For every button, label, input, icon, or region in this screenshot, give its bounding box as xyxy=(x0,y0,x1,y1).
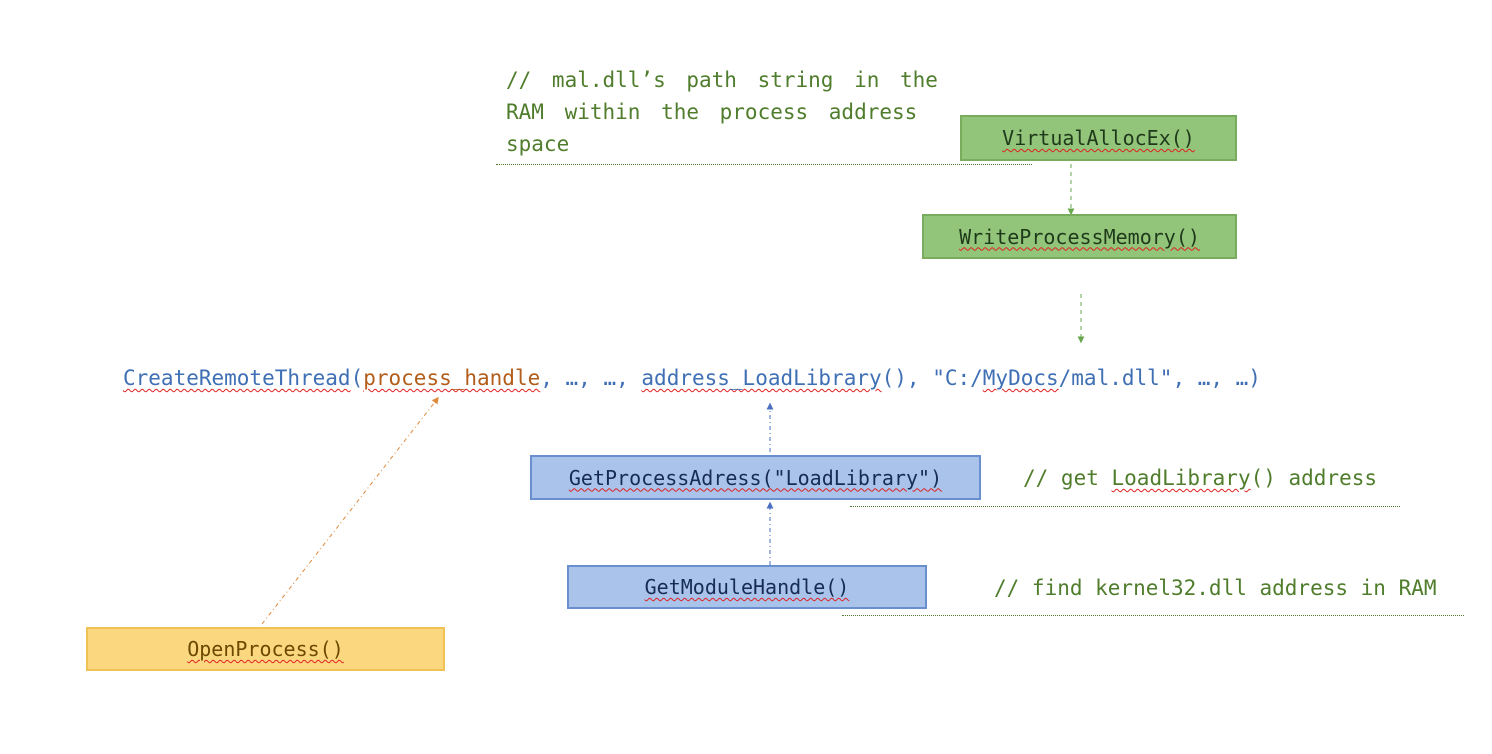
call-tail: , …, …) xyxy=(1172,366,1261,390)
create-remote-thread-call: CreateRemoteThread(process_handle, …, …,… xyxy=(123,366,1261,390)
call-after-address: (), xyxy=(881,366,933,390)
virtual-alloc-box[interactable]: VirtualAllocEx() xyxy=(960,115,1237,161)
get-process-address-label: GetProcessAdress("LoadLibrary") xyxy=(568,465,943,490)
arrow-open-to-handle xyxy=(261,396,439,625)
kernel32-comment-rule xyxy=(842,615,1464,616)
write-process-memory-label: WriteProcessMemory() xyxy=(959,224,1200,249)
call-path-mydocs: MyDocs xyxy=(982,366,1059,390)
call-function-name: CreateRemoteThread xyxy=(123,366,351,390)
open-process-label: OpenProcess() xyxy=(187,637,344,661)
get-process-address-box[interactable]: GetProcessAdress("LoadLibrary") xyxy=(530,455,981,500)
open-process-box[interactable]: OpenProcess() xyxy=(86,627,445,671)
call-path-open: "C:/ xyxy=(932,366,983,390)
call-open-paren: ( xyxy=(350,366,364,390)
loadlibrary-comment: // get LoadLibrary() address xyxy=(1023,466,1377,490)
alloc-comment-line1: // mal.dll’s path string in the xyxy=(506,68,938,92)
loadlibrary-comment-suffix: () address xyxy=(1250,466,1378,490)
write-process-memory-box[interactable]: WriteProcessMemory() xyxy=(922,214,1237,259)
loadlibrary-comment-highlight: LoadLibrary xyxy=(1111,466,1251,490)
alloc-comment: // mal.dll’s path string in the RAM with… xyxy=(506,64,940,160)
call-arg-process-handle: process_handle xyxy=(363,366,541,390)
alloc-comment-rule xyxy=(496,164,1032,165)
loadlibrary-comment-prefix: // get xyxy=(1023,466,1112,490)
loadlibrary-comment-rule xyxy=(850,506,1400,507)
kernel32-comment-text: // find kernel32.dll address in RAM xyxy=(994,576,1437,600)
alloc-comment-line2: RAM within the process address xyxy=(506,100,918,124)
call-arg-address-loadlibrary: address_LoadLibrary xyxy=(641,366,882,390)
alloc-comment-line3: space xyxy=(506,132,570,156)
virtual-alloc-label: VirtualAllocEx() xyxy=(1002,126,1195,150)
kernel32-comment: // find kernel32.dll address in RAM xyxy=(994,576,1437,600)
get-module-handle-box[interactable]: GetModuleHandle() xyxy=(567,565,927,609)
call-separator: , …, …, xyxy=(540,366,642,390)
call-path-close: /mal.dll" xyxy=(1058,366,1173,390)
get-module-handle-label: GetModuleHandle() xyxy=(644,575,850,599)
